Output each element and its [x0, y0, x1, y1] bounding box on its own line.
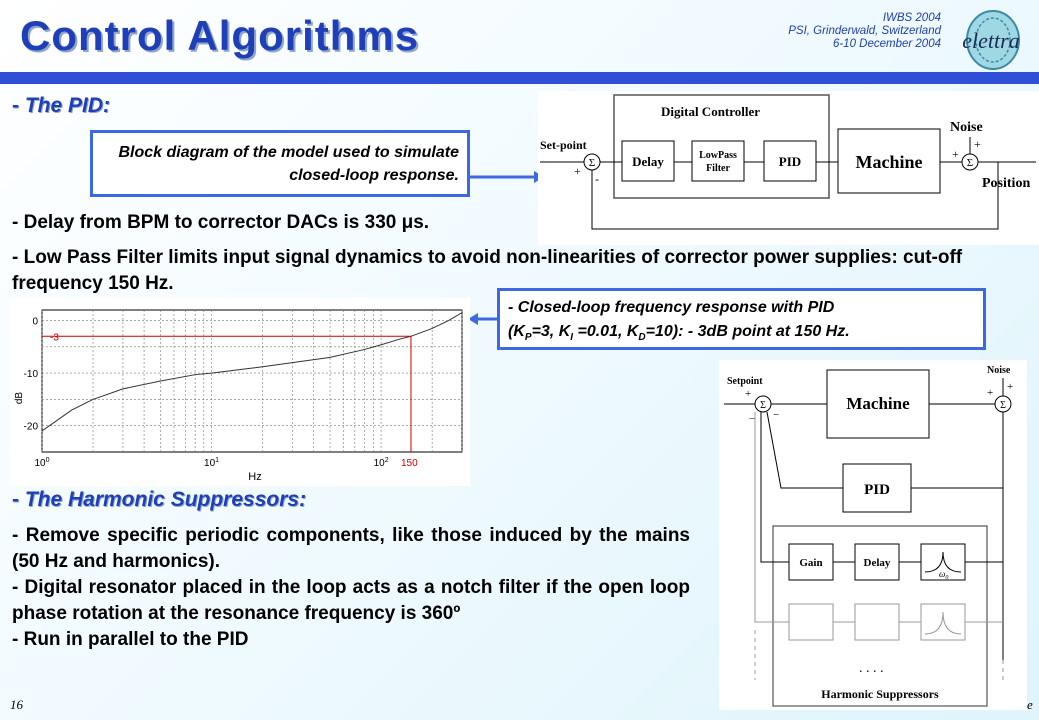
- plus-sign-2: +: [974, 137, 981, 151]
- pid-block: [763, 140, 817, 182]
- conference-dates: 6-10 December 2004: [832, 38, 941, 50]
- page-title: Control Algorithms: [20, 12, 420, 59]
- hs-minus-2: −: [749, 413, 755, 425]
- kp-sub: P: [524, 332, 532, 344]
- chart-y-tick-label: -20: [24, 422, 39, 433]
- chart-150hz-label: 150: [401, 458, 418, 469]
- hs-plus-1: +: [745, 388, 751, 400]
- frequency-response-chart: dB Hz 0 -10 -20 100 101 102 -3 150: [10, 298, 470, 486]
- hs-sum-symbol-2: Σ: [1000, 400, 1006, 411]
- harmonic-heading: - The Harmonic Suppressors:: [12, 488, 307, 511]
- ki-sub: I: [570, 332, 574, 344]
- hs-setpoint-label: Setpoint: [727, 376, 763, 387]
- frequency-callout: - Closed-loop frequency response with PI…: [497, 288, 986, 350]
- hs-dots: . . . .: [859, 661, 884, 676]
- freq-callout-arrow: [468, 313, 498, 325]
- kd-val: =10): - 3dB point at 150 Hz.: [645, 323, 850, 340]
- footer-fragment: e: [1027, 697, 1033, 712]
- hs-frame-label: Harmonic Suppressors: [821, 687, 939, 701]
- machine-label: Machine: [856, 152, 923, 172]
- lowpass-block: [691, 140, 745, 182]
- hs-sum-symbol-1: Σ: [760, 400, 766, 411]
- header-bar: [0, 72, 1039, 84]
- chart-x-tick-label: 101: [204, 457, 219, 469]
- delay-block: [621, 140, 675, 182]
- freq-callout-line1: - Closed-loop frequency response with PI…: [508, 299, 835, 316]
- plus-sign-1: +: [574, 164, 581, 178]
- pid-heading: - The PID:: [12, 94, 110, 117]
- noise-label: Noise: [950, 120, 983, 135]
- hs-plus-2: +: [1007, 381, 1013, 393]
- chart-y-tick-label: -10: [24, 369, 39, 380]
- hs-machine-label: Machine: [846, 394, 910, 413]
- chart-minus3db-label: -3: [50, 332, 59, 343]
- pid-label: PID: [779, 154, 801, 169]
- hs-resonator-curve: [924, 551, 962, 573]
- feedback-path: [591, 162, 999, 230]
- hs-minus-1: −: [773, 409, 779, 421]
- lpf-text: - Low Pass Filter limits input signal dy…: [12, 247, 963, 294]
- hs-frame: [772, 525, 988, 707]
- lowpass-label-1: LowPass: [699, 150, 737, 161]
- harmonic-text: - Remove specific periodic components, l…: [12, 523, 690, 653]
- conference-name: IWBS 2004: [882, 12, 941, 24]
- hs-machine-block: [826, 369, 930, 439]
- elettra-logo: elettra: [962, 10, 1020, 70]
- delay-text: - Delay from BPM to corrector DACs is 33…: [12, 212, 430, 233]
- block-diagram-callout: Block diagram of the model used to simul…: [90, 130, 470, 197]
- hs-delay-label: Delay: [864, 557, 891, 569]
- chart-x-tick-label: 102: [374, 457, 389, 469]
- chart-xlabel: Hz: [248, 471, 261, 483]
- hs-resonator-block-2: [920, 603, 966, 641]
- callout-arrow: [470, 171, 544, 183]
- position-label: Position: [982, 176, 1030, 191]
- chart-y-tick-label: 0: [32, 317, 38, 328]
- logo-text: elettra: [962, 28, 1019, 53]
- hs-omega: ω: [939, 569, 945, 579]
- controller-frame: [613, 94, 830, 199]
- controller-label: Digital Controller: [661, 104, 760, 119]
- delay-label: Delay: [632, 154, 664, 169]
- kd-sub: D: [638, 332, 646, 344]
- chart-ylabel: dB: [14, 392, 25, 405]
- lowpass-label-2: Filter: [706, 163, 730, 174]
- sum-symbol-1: Σ: [589, 157, 595, 169]
- harmonic-line3: - Run in parallel to the PID: [12, 629, 249, 650]
- hs-pid-label: PID: [864, 482, 890, 498]
- setpoint-label: Set-point: [540, 138, 587, 152]
- harmonic-suppressor-diagram: Setpoint Σ + − − Machine Σ Noise + + PID…: [719, 360, 1027, 710]
- hs-noise-label: Noise: [987, 365, 1011, 376]
- hs-omega-sub: 0: [945, 575, 948, 581]
- freq-callout-line2: (KP=3, KI =0.01, KD=10): - 3dB point at …: [508, 320, 975, 350]
- harmonic-line1: - Remove specific periodic components, l…: [12, 525, 690, 572]
- ki-val: =0.01, K: [573, 323, 639, 340]
- hs-omega-label: ω0: [939, 569, 948, 581]
- kp-val: =3, K: [531, 323, 571, 340]
- hs-gain-label: Gain: [799, 557, 822, 569]
- hs-plus-3: +: [987, 387, 993, 399]
- hs-delay-block-2: [854, 603, 900, 641]
- conference-location: PSI, Grinderwald, Switzerland: [788, 25, 941, 37]
- harmonic-line2: - Digital resonator placed in the loop a…: [12, 577, 690, 624]
- sum-symbol-2: Σ: [967, 157, 973, 169]
- chart-plot-area: [41, 309, 463, 453]
- kp-label: (K: [508, 323, 525, 340]
- machine-block: [837, 128, 941, 194]
- conference-info: IWBS 2004 PSI, Grinderwald, Switzerland …: [788, 12, 941, 51]
- hs-gain-block-2: [788, 603, 834, 641]
- minus-sign-1: -: [595, 172, 599, 186]
- plus-sign-3: +: [952, 147, 959, 161]
- chart-response-curve: [41, 312, 463, 432]
- page-number: 16: [10, 697, 23, 712]
- chart-x-tick-label: 100: [34, 457, 49, 469]
- pid-block-diagram: Digital Controller Set-point Σ + - Delay…: [538, 91, 1039, 245]
